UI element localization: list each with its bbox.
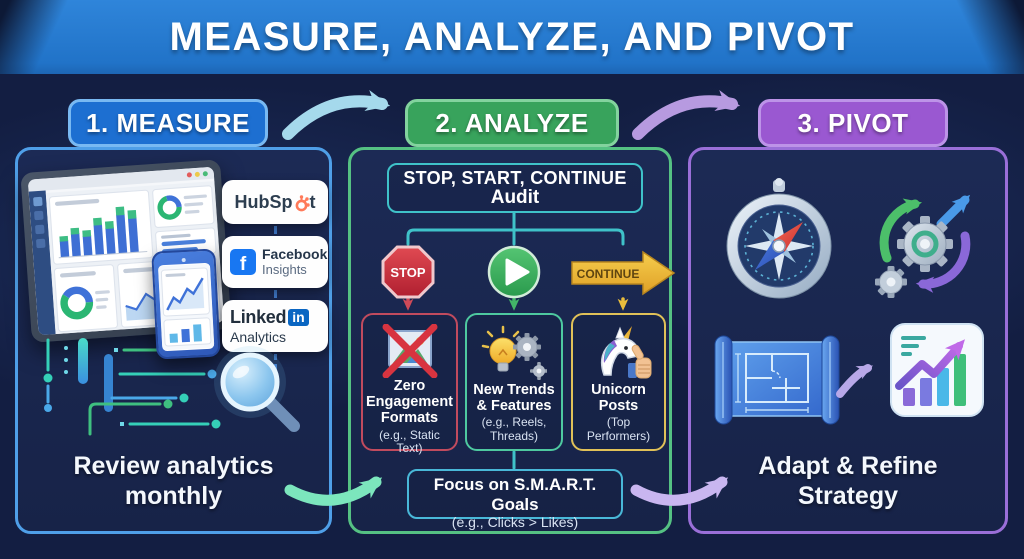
phone-camera-icon xyxy=(181,257,186,262)
step-badge-pivot: 3. PIVOT xyxy=(758,99,948,147)
step-badge-measure: 1. MEASURE xyxy=(68,99,268,147)
sidebar-sq-icon xyxy=(34,210,44,221)
logo-connector-dash xyxy=(274,226,277,234)
window-dot-red-icon xyxy=(186,171,192,178)
stop-sign-icon: STOP xyxy=(381,245,435,299)
pivot-caption: Adapt & Refine Strategy xyxy=(758,452,938,510)
phone-screen xyxy=(157,262,215,352)
measure-caption: Review analytics monthly xyxy=(73,452,274,510)
gears-cycle-icon xyxy=(875,194,971,298)
linkedin-in-icon: in xyxy=(288,308,309,327)
panel-pivot: Adapt & Refine Strategy xyxy=(688,147,1008,534)
phone-analytics-illustration xyxy=(151,248,221,360)
hubspot-sprocket-icon xyxy=(295,194,310,211)
hubspot-logo-card: HubSp t xyxy=(222,180,328,224)
logo-connector-dash xyxy=(274,290,277,298)
facebook-sublabel: Insights xyxy=(262,261,307,277)
window-dot-green-icon xyxy=(202,170,208,176)
unicorn-posts-subtitle: (Top Performers) xyxy=(586,415,651,443)
analyze-connectors xyxy=(402,211,629,470)
play-button-icon xyxy=(487,245,541,299)
facebook-icon: f xyxy=(230,249,256,275)
logo-connector-dash xyxy=(274,354,277,370)
continue-arrow-icon: CONTINUE xyxy=(571,250,676,296)
sidebar-sq-icon xyxy=(33,196,43,207)
no-engagement-icon xyxy=(382,324,437,378)
unicorn-thumbsup-icon xyxy=(600,326,651,379)
unicorn-posts-box: Unicorn Posts (Top Performers) xyxy=(571,313,666,451)
page-title: MEASURE, ANALYZE, AND PIVOT xyxy=(169,14,855,59)
blueprint-icon xyxy=(714,335,840,425)
growth-chart-icon xyxy=(890,323,984,417)
linkedin-sublabel: Analytics xyxy=(230,329,287,345)
compass-icon xyxy=(726,178,832,299)
facebook-label: Facebook xyxy=(262,246,328,263)
magnifier-icon xyxy=(214,346,300,432)
linkedin-analytics-card: Linked in Analytics xyxy=(222,300,328,352)
stop-sign-label: STOP xyxy=(390,265,425,280)
sidebar-sq-icon xyxy=(35,238,46,249)
new-trends-subtitle: (e.g., Reels, Threads) xyxy=(481,415,547,443)
continue-arrow-label: CONTINUE xyxy=(577,267,640,281)
circuit-traces-illustration xyxy=(43,338,221,436)
zero-engagement-subtitle: (e.g., Static Text) xyxy=(379,427,440,455)
panel-analyze: STOP, START, CONTINUE Audit STOP CO xyxy=(348,147,676,534)
smart-goals-title: Focus on S.M.A.R.T. Goals xyxy=(433,475,597,514)
smart-goals-subtitle: (e.g., Clicks > Likes) xyxy=(451,514,579,530)
unicorn-posts-title: Unicorn Posts xyxy=(591,382,646,415)
lightbulb-gear-icon xyxy=(481,325,547,380)
hubspot-prefix: HubSp xyxy=(234,191,293,212)
step-badge-analyze: 2. ANALYZE xyxy=(405,99,619,147)
header-corner-shade-left xyxy=(0,0,90,74)
header-banner: MEASURE, ANALYZE, AND PIVOT xyxy=(0,0,1024,74)
hubspot-suffix: t xyxy=(309,191,316,212)
facebook-insights-card: f Facebook Insights xyxy=(222,236,328,288)
zero-engagement-box: Zero Engagement Formats (e.g., Static Te… xyxy=(361,313,458,455)
new-trends-box: New Trends & Features (e.g., Reels, Thre… xyxy=(465,313,563,451)
linkedin-wordmark: Linked xyxy=(230,307,287,327)
arrow-measure-to-analyze xyxy=(282,89,391,140)
audit-subtitle: Audit xyxy=(490,187,540,208)
sidebar-sq-icon xyxy=(34,224,45,235)
smart-goals-box: Focus on S.M.A.R.T. Goals (e.g., Clicks … xyxy=(407,469,623,530)
hubspot-wordmark: HubSp t xyxy=(235,192,316,213)
audit-title: STOP, START, CONTINUE xyxy=(403,168,627,188)
window-dot-yellow-icon xyxy=(194,171,200,177)
arrow-analyze-to-pivot xyxy=(632,89,741,140)
audit-box: STOP, START, CONTINUE Audit xyxy=(387,163,643,213)
new-trends-title: New Trends & Features xyxy=(473,382,555,415)
panel-measure: HubSp t f Facebook Insights Linked xyxy=(15,147,332,534)
header-corner-shade-right xyxy=(934,0,1024,74)
zero-engagement-title: Zero Engagement Formats xyxy=(366,378,454,427)
